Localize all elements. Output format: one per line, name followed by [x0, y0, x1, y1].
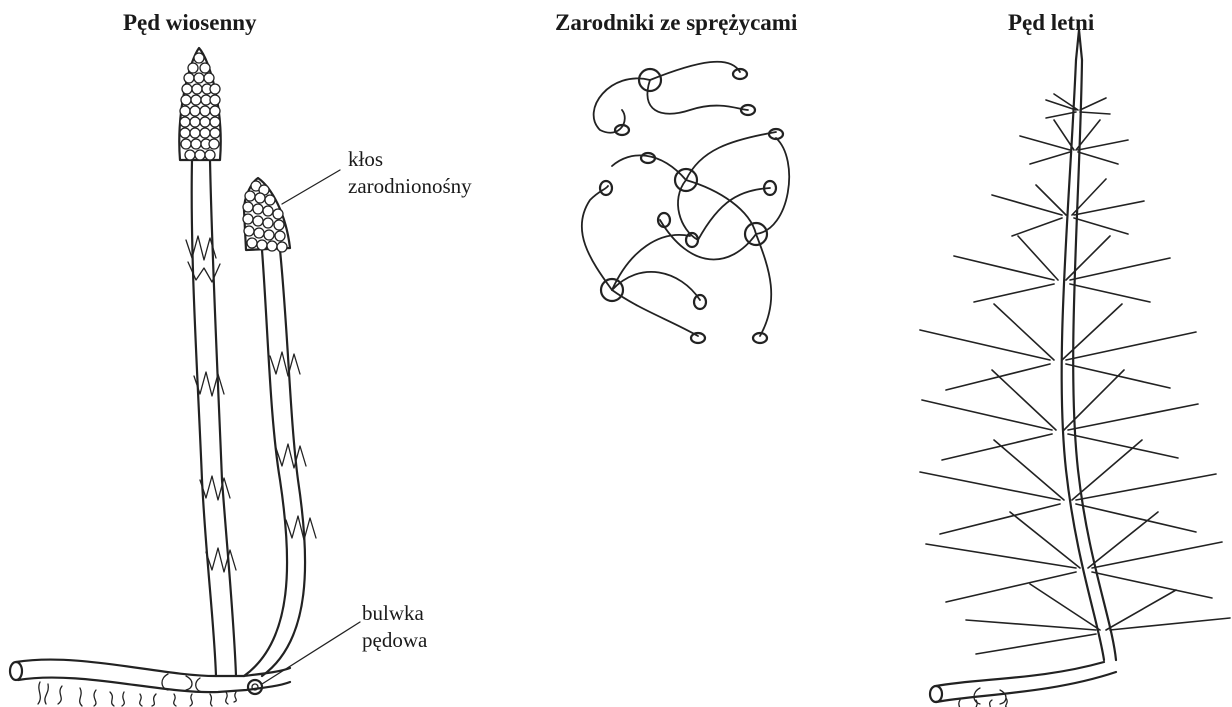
tall-spore-cone [179, 48, 220, 160]
spike-leader-line [282, 170, 340, 204]
rhizome [10, 660, 290, 706]
short-spore-cone [243, 178, 290, 252]
summer-shoot-illustration [900, 0, 1232, 707]
summer-branch-whorls [920, 94, 1230, 654]
spores-title: Zarodniki ze sprężycami [555, 10, 797, 36]
tuber-bulb [248, 680, 262, 694]
spring-shoot-illustration [0, 0, 520, 707]
summer-rhizome [930, 662, 1116, 707]
spores-illustration [560, 50, 820, 360]
